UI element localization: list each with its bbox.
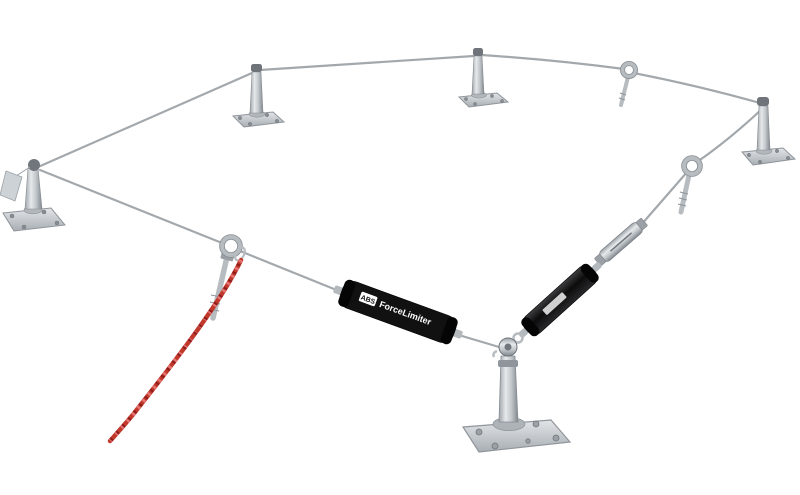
eyebolt-anchor-right — [677, 155, 703, 215]
abs-logo-box — [358, 291, 378, 307]
bolt-holes — [238, 113, 279, 126]
shackle-left — [492, 349, 498, 358]
cable-span-right-mid — [639, 169, 690, 227]
post-shaft — [249, 71, 264, 114]
bolt-holes — [475, 420, 560, 450]
thread-tick — [618, 97, 626, 101]
cable-span-front-right — [460, 334, 501, 349]
corner-cable-fitting — [28, 159, 40, 171]
turnbuckle-tensioner — [594, 217, 648, 267]
post-collar — [498, 360, 518, 367]
cable-span-back — [258, 54, 476, 72]
absorber-ferrule-high — [591, 262, 602, 272]
post-shaft — [471, 55, 485, 95]
cable-guide-cap — [757, 97, 769, 106]
swivel-pin — [504, 343, 512, 351]
turnbuckle-slot — [609, 232, 633, 252]
anchor-post-back-right — [741, 97, 797, 166]
rope-twist-light — [108, 259, 243, 443]
absorber-endcap-low — [521, 317, 540, 337]
force-limiter: ABS ForceLimiter — [333, 279, 463, 345]
thread-tick — [619, 92, 627, 96]
absorber-endcap-high — [580, 263, 599, 283]
limiter-ferrule-right — [452, 328, 463, 339]
eyebolt-shaft — [619, 75, 630, 107]
eyebolt-ring-outline — [620, 61, 639, 80]
bolt-holes — [747, 149, 790, 164]
eyebolt-ring-inner — [223, 238, 238, 253]
limiter-endcap-left — [338, 279, 356, 307]
eyebolt-ring — [620, 61, 638, 79]
cable-span-left — [36, 71, 254, 169]
bolt-holes — [464, 94, 504, 106]
anchor-post-back-left — [231, 64, 286, 128]
eyebolt-anchor-back — [618, 61, 639, 107]
cable-span-front-left — [38, 168, 224, 245]
cable-span-back-right-b — [632, 71, 762, 105]
anchor-post-back-middle — [457, 48, 510, 108]
limiter-ferrule-left — [333, 285, 344, 296]
eyebolt-ring — [681, 155, 703, 177]
red-pull-cord — [107, 246, 246, 444]
lifeline-cables — [36, 53, 765, 349]
eyebolt-ring-outline — [681, 155, 703, 177]
bolt-holes — [9, 209, 60, 230]
eyebolt-ring-inner — [686, 159, 699, 172]
shock-absorber-right — [518, 262, 602, 338]
anchor-post-front-corner — [461, 337, 572, 453]
cable-guide-cap — [473, 48, 483, 56]
abs-logo-text: ABS — [360, 294, 377, 306]
anchor-post-left-corner — [0, 159, 66, 232]
eyebolt-ring-inner — [624, 65, 634, 75]
eyebolt-ring-outline — [219, 234, 243, 258]
eyebolt-ring — [219, 234, 243, 258]
limiter-endcap-right — [440, 317, 458, 345]
cable-guide-cap — [251, 64, 262, 72]
cable-span-front — [238, 249, 336, 291]
cable-span-back-right-a — [480, 53, 626, 71]
info-tag — [0, 170, 23, 202]
thread-tick — [677, 203, 687, 207]
swivel-shackle-right — [512, 332, 524, 344]
quick-link — [234, 246, 246, 262]
swivel-joint — [492, 337, 518, 358]
cable-span-right-upper — [695, 106, 765, 164]
thread-tick — [679, 191, 689, 195]
tag-string — [15, 166, 31, 177]
turnbuckle-nut-right — [635, 217, 648, 230]
thread-tick — [678, 197, 688, 201]
post-shaft — [24, 167, 43, 210]
post-shaft — [756, 105, 771, 151]
absorber-label-glint — [542, 292, 567, 315]
